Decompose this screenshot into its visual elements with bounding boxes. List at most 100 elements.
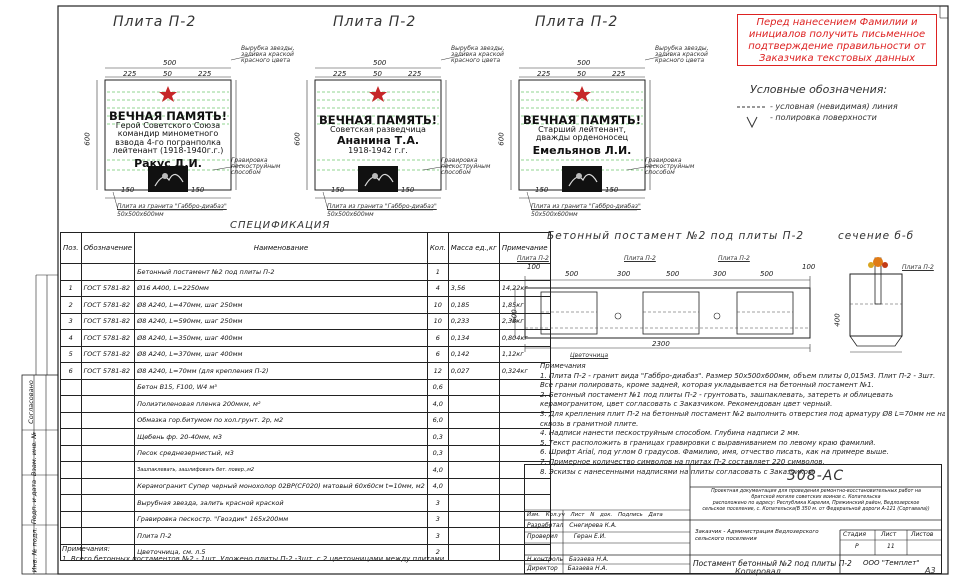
sheets-header: Листов bbox=[911, 531, 934, 538]
spec-cell: 4 bbox=[426, 279, 449, 297]
plate-desc-line: Советская разведчица bbox=[330, 125, 426, 135]
doc-code: 308-АС bbox=[787, 468, 845, 484]
granite-note: Плита из гранита "Габбро-диабаз" bbox=[327, 203, 437, 210]
company-name: ООО "Темплет" bbox=[863, 559, 920, 567]
engrave-note: Гравировка пескоструйным способом bbox=[645, 157, 695, 176]
pedestal-dim-500c: 500 bbox=[760, 270, 774, 278]
spec-cell bbox=[60, 527, 82, 545]
spec-cell: 0,185 bbox=[447, 296, 500, 314]
checked-by: Проверил Геран Е.И. bbox=[527, 533, 607, 540]
spec-cell: 0,6 bbox=[426, 378, 449, 396]
spec-cell: 3 bbox=[426, 510, 449, 528]
spec-header-cell: Поз. bbox=[60, 232, 82, 264]
spec-cell: Ø8 А240, L=350мм, шаг 400мм bbox=[134, 329, 428, 347]
plate-heading: ВЕЧНАЯ ПАМЯТЬ! bbox=[109, 109, 227, 123]
stage-header: Стадия bbox=[843, 531, 867, 538]
spec-cell: 4,0 bbox=[426, 461, 449, 479]
spec-cell: ГОСТ 5781-82 bbox=[80, 279, 136, 297]
plate-dim-width: 500 bbox=[163, 59, 177, 67]
spec-cell: Ø8 А240, L=370мм, шаг 400мм bbox=[134, 345, 428, 363]
spec-cell: 4,0 bbox=[426, 395, 449, 413]
plate-dim-mid: 50 bbox=[163, 70, 172, 78]
pedestal-dim-total: 2300 bbox=[652, 340, 670, 348]
pedestal-drawing bbox=[514, 257, 903, 353]
spec-cell: 4 bbox=[60, 329, 82, 347]
spec-cell: ГОСТ 5781-82 bbox=[80, 296, 136, 314]
spec-cell bbox=[60, 444, 82, 462]
note-line: 7. Примерное количество символов на плит… bbox=[540, 457, 825, 466]
plate-title: Плита П-2 bbox=[333, 14, 417, 30]
spec-cell bbox=[447, 263, 500, 281]
plate-dim-left: 225 bbox=[333, 70, 347, 78]
spec-cell: ГОСТ 5781-82 bbox=[80, 345, 136, 363]
spec-title: СПЕЦИФИКАЦИЯ bbox=[230, 220, 331, 231]
spec-header-cell: Кол. bbox=[426, 232, 449, 264]
spec-cell: 3,56 bbox=[447, 279, 500, 297]
spec-cell: 12 bbox=[426, 362, 449, 380]
spec-cell: 0,233 bbox=[447, 312, 500, 330]
spec-header-cell: Обозначение bbox=[80, 232, 136, 264]
star-note: Вырубка звезды, заливка краской красного… bbox=[655, 45, 709, 64]
plate-dim-right: 225 bbox=[612, 70, 626, 78]
plate-desc-line: взвода 4-го погранполка bbox=[115, 137, 221, 147]
plate-desc-line: дважды орденоносец bbox=[535, 133, 629, 143]
plate-dim-150: 150 bbox=[121, 186, 135, 194]
plate-inscription: ВЕЧНАЯ ПАМЯТЬ! Советская разведчица Анан… bbox=[315, 114, 441, 155]
spec-row: Гравировка пескостр. "Гвоздик" 165х200мм… bbox=[60, 510, 551, 528]
spec-cell: Песок среднезернистый, м3 bbox=[134, 444, 428, 462]
plate-drawing-3: Плита П-2 500 225 50 225 600 150 150 Выр… bbox=[498, 10, 709, 228]
plate-dim-right: 225 bbox=[198, 70, 212, 78]
plate-dim-height: 600 bbox=[293, 132, 302, 146]
spec-cell bbox=[447, 494, 500, 512]
plate-dim-mid: 50 bbox=[373, 70, 382, 78]
pedestal-title: Бетонный постамент №2 под плиты П-2 bbox=[547, 230, 805, 242]
note-line: 1. Плита П-2 - гранит вида "Габбро-диаба… bbox=[540, 371, 936, 380]
plate-dim-150b: 150 bbox=[191, 186, 205, 194]
note-line: Примечания bbox=[540, 362, 586, 370]
spec-notes: Примечания:1. Всего бетонных постаментов… bbox=[62, 545, 447, 563]
granite-size: 50х500х600мм bbox=[117, 211, 164, 218]
plate-dim-left: 225 bbox=[123, 70, 137, 78]
spec-cell: Зашпаклевать, зашлифовать бет. повер.,м2 bbox=[134, 461, 428, 479]
spec-cell bbox=[80, 510, 136, 528]
pedestal-dim-100a: 100 bbox=[527, 263, 541, 271]
plate-dim-150b: 150 bbox=[401, 186, 415, 194]
spec-cell: 1 bbox=[426, 263, 449, 281]
spec-cell: 6 bbox=[426, 329, 449, 347]
sidebar-agreed: Согласовано bbox=[26, 380, 35, 424]
pedestal-dim-height: 600 bbox=[510, 309, 519, 323]
spec-cell: Ø8 А240, L=70мм (для крепления П-2) bbox=[134, 362, 428, 380]
sidebar-replace-inv: Взам. инв. № bbox=[30, 431, 39, 477]
spec-cell bbox=[80, 411, 136, 429]
plate-dim-height: 600 bbox=[83, 132, 92, 146]
pedestal-dim-300a: 300 bbox=[617, 270, 631, 278]
spec-cell: Цветочница, см. л.5 bbox=[134, 543, 428, 561]
spec-row: Керамогранит Супер черный монохолор 02ВР… bbox=[60, 477, 551, 495]
spec-cell bbox=[80, 428, 136, 446]
plate-desc-line: лейтенант (1918-1940г.г.) bbox=[112, 146, 224, 156]
title-block: 308-АС Проектная документация для провед… bbox=[524, 464, 942, 574]
spec-cell: 0,142 bbox=[447, 345, 500, 363]
note-line: Все грани полировать, кроме задней, кото… bbox=[540, 381, 874, 390]
spec-cell: ГОСТ 5781-82 bbox=[80, 329, 136, 347]
spec-cell: ГОСТ 5781-82 bbox=[80, 362, 136, 380]
plate-dim-width: 500 bbox=[373, 59, 387, 67]
spec-cell bbox=[80, 263, 136, 281]
spec-cell: Обмазка гор.битумом по хол.грунт. 2р, м2 bbox=[134, 411, 428, 429]
customer-info: Заказчик - Администрация Ведлозерского с… bbox=[695, 529, 819, 542]
spec-cell bbox=[60, 461, 82, 479]
note-line: 6. Шрифт Arial, под углом 0 градусов. Фа… bbox=[540, 448, 889, 457]
spec-cell: Ø8 А240, L=590мм, шаг 250мм bbox=[134, 312, 428, 330]
spec-cell bbox=[447, 411, 500, 429]
copied-label: Копировал bbox=[735, 567, 781, 576]
granite-note: Плита из гранита "Габбро-диабаз" bbox=[117, 203, 227, 210]
